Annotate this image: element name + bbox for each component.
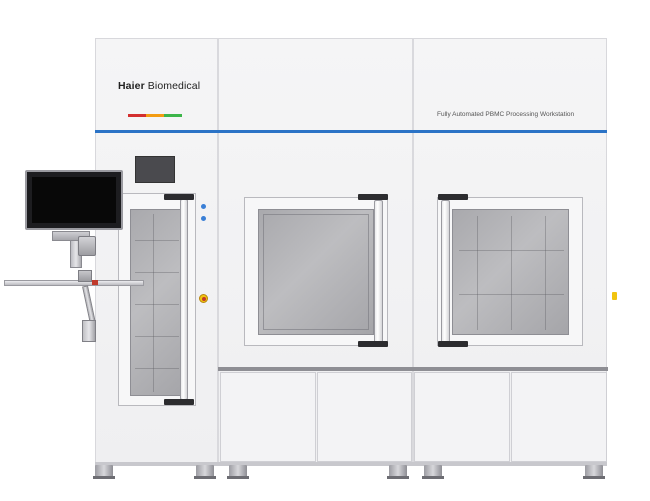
center-hinge-top (358, 194, 388, 200)
rack-column (511, 216, 512, 330)
arm-base (82, 320, 96, 342)
leveling-foot (196, 465, 214, 477)
keyboard-tray[interactable] (4, 280, 144, 286)
right-window-glass (452, 209, 569, 335)
monitor-screen (32, 177, 116, 223)
brand-name-rest: Biomedical (144, 80, 201, 92)
module-seam (412, 38, 414, 464)
foot-pad (387, 476, 409, 479)
left-door-handle[interactable] (180, 199, 188, 400)
product-subtitle: Fully Automated PBMC Processing Workstat… (437, 111, 575, 118)
rack-column (477, 216, 478, 330)
arm-support (82, 285, 96, 322)
leveling-foot (229, 465, 247, 477)
cabinet-door[interactable] (511, 372, 607, 462)
right-hinge-top (438, 194, 468, 200)
center-window-glass (258, 209, 374, 335)
rack-column (545, 216, 546, 330)
brand-color-stripe (128, 114, 182, 117)
status-display (135, 156, 175, 183)
foot-pad (93, 476, 115, 479)
rack-shelf (135, 240, 179, 241)
base-plinth (95, 462, 607, 466)
right-door-handle[interactable] (441, 200, 450, 343)
leveling-foot (389, 465, 407, 477)
left-window-glass (130, 209, 184, 396)
lower-cabinet-trim (218, 367, 608, 371)
indicator-light-blue (201, 204, 206, 209)
brand-stripe-orange (146, 114, 164, 117)
rack-shelf (135, 336, 179, 337)
left-hinge-top (164, 194, 194, 200)
center-hinge-bottom (358, 341, 388, 347)
leveling-foot (95, 465, 113, 477)
arm-joint (78, 236, 96, 256)
cabinet-door[interactable] (220, 372, 316, 462)
foot-pad (227, 476, 249, 479)
indicator-light-blue (201, 216, 206, 221)
brand-logo: Haier Biomedical (118, 80, 200, 92)
emergency-stop-cap (202, 297, 206, 301)
rack-shelf (459, 294, 564, 295)
foot-pad (194, 476, 216, 479)
brand-stripe-green (164, 114, 182, 117)
module-seam (217, 38, 219, 464)
rack-shelf (459, 250, 564, 251)
mouse-pad-marker (92, 280, 98, 285)
left-hinge-bottom (164, 399, 194, 405)
keyboard-tray-bracket (78, 270, 92, 282)
cabinet-door[interactable] (317, 372, 412, 462)
rack-shelf (135, 304, 179, 305)
brand-stripe-red (128, 114, 146, 117)
rack-column (153, 214, 154, 392)
cabinet-door[interactable] (414, 372, 510, 462)
emergency-stop-button[interactable] (199, 294, 208, 303)
monitor[interactable] (25, 170, 123, 230)
leveling-foot (424, 465, 442, 477)
side-indicator-yellow (612, 292, 617, 300)
foot-pad (422, 476, 444, 479)
accent-band (95, 130, 607, 133)
right-hinge-bottom (438, 341, 468, 347)
rack-shelf (135, 368, 179, 369)
foot-pad (583, 476, 605, 479)
center-window-inner-frame (263, 214, 369, 330)
rack-shelf (135, 272, 179, 273)
center-door-handle[interactable] (374, 200, 383, 343)
leveling-foot (585, 465, 603, 477)
brand-name-bold: Haier (118, 80, 145, 92)
